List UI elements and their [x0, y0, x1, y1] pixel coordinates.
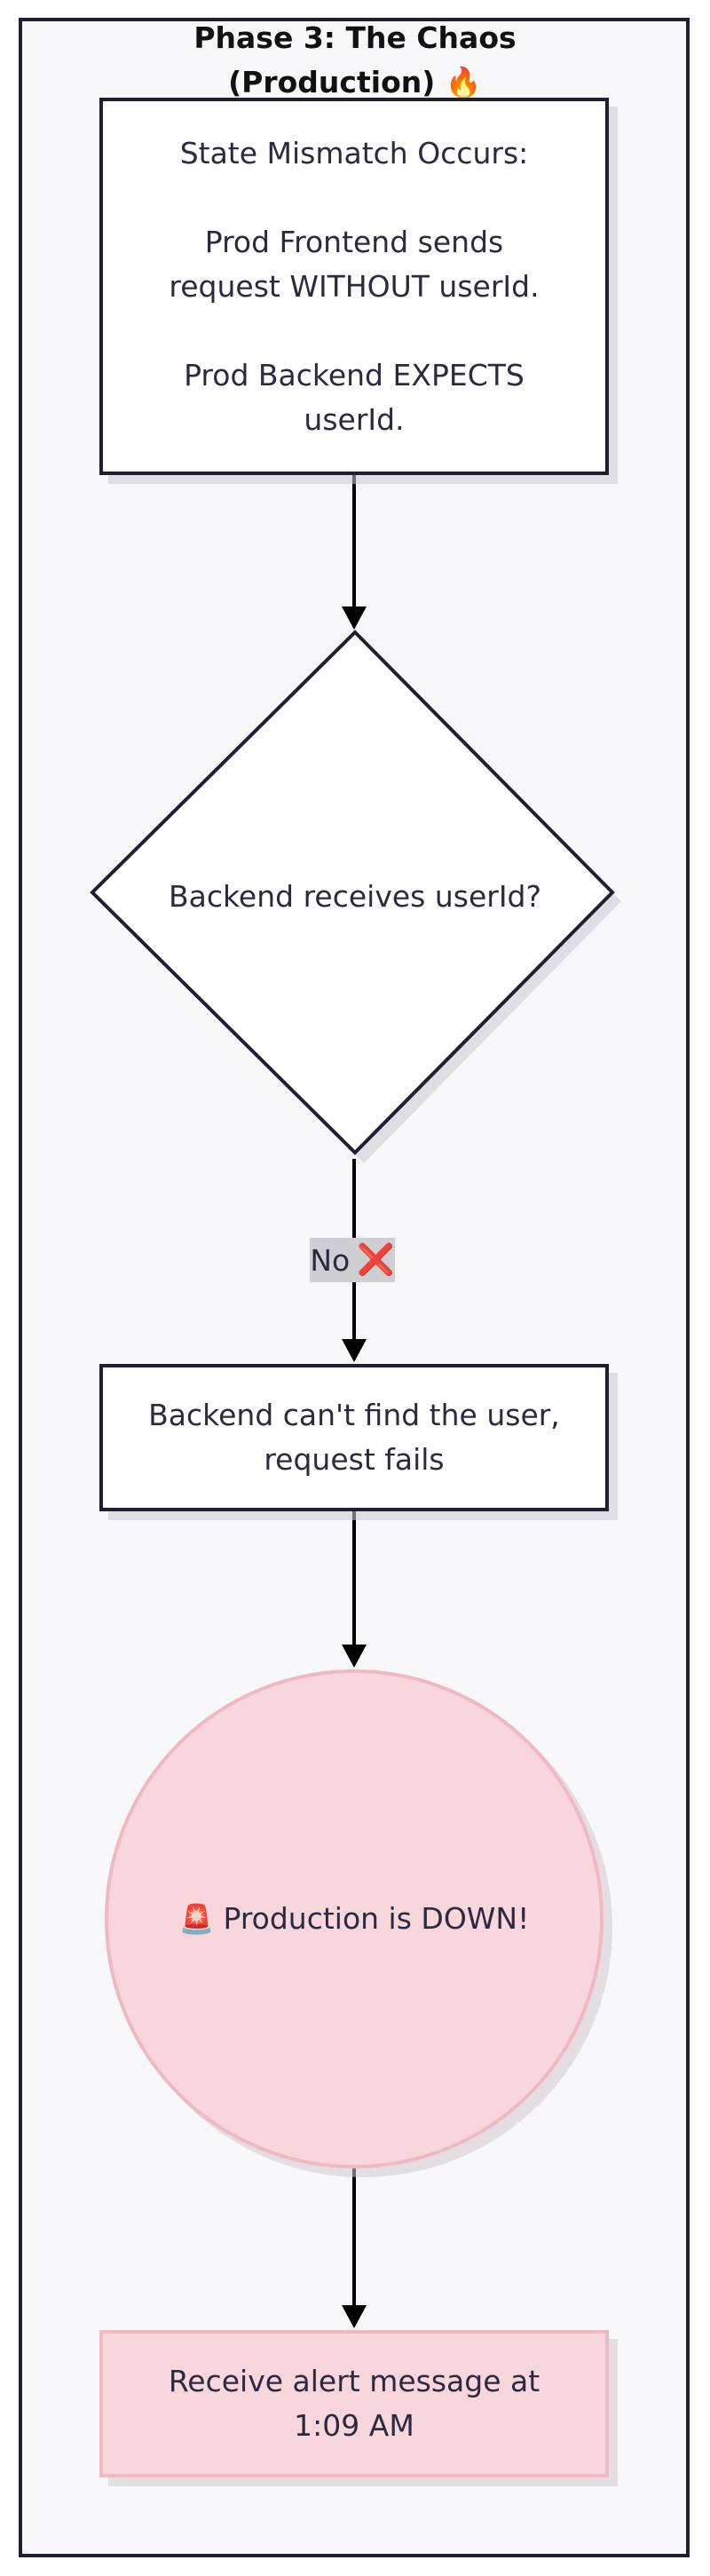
- request-fails-node: Backend can't find the user, request fai…: [99, 1364, 609, 1511]
- phase-title: Phase 3: The Chaos (Production) 🔥: [115, 16, 595, 105]
- alert-line-2: 1:09 AM: [294, 2408, 414, 2443]
- phase-title-line-2: (Production) 🔥: [228, 65, 482, 99]
- state-mismatch-node: State Mismatch Occurs: Prod Frontend sen…: [99, 98, 609, 475]
- decision-diamond-shape: [90, 630, 615, 1155]
- alert-node: Receive alert message at 1:09 AM: [99, 2330, 609, 2477]
- edge-label-no-text: No: [310, 1242, 351, 1278]
- state-mismatch-frontend-line-1: Prod Frontend sends: [204, 224, 504, 259]
- cross-mark-icon: ❌: [357, 1242, 395, 1278]
- decision-diamond: [90, 630, 621, 1163]
- state-mismatch-backend-line-2: userId.: [304, 401, 405, 437]
- siren-icon: 🚨: [178, 1902, 215, 1936]
- request-fails-line-1: Backend can't find the user,: [148, 1398, 560, 1432]
- decision-label: Backend receives userId?: [168, 879, 542, 914]
- edge-label-no: No ❌: [310, 1238, 395, 1282]
- state-mismatch-backend-line-1: Prod Backend EXPECTS: [184, 357, 525, 392]
- production-down-label: Production is DOWN!: [223, 1901, 530, 1936]
- state-mismatch-title: State Mismatch Occurs:: [179, 135, 529, 170]
- production-down-node: 🚨Production is DOWN!: [105, 1669, 604, 2168]
- phase-title-line-1: Phase 3: The Chaos: [193, 20, 517, 55]
- state-mismatch-frontend-line-2: request WITHOUT userId.: [169, 268, 540, 304]
- alert-line-1: Receive alert message at: [168, 2364, 540, 2398]
- request-fails-line-2: request fails: [264, 1442, 445, 1477]
